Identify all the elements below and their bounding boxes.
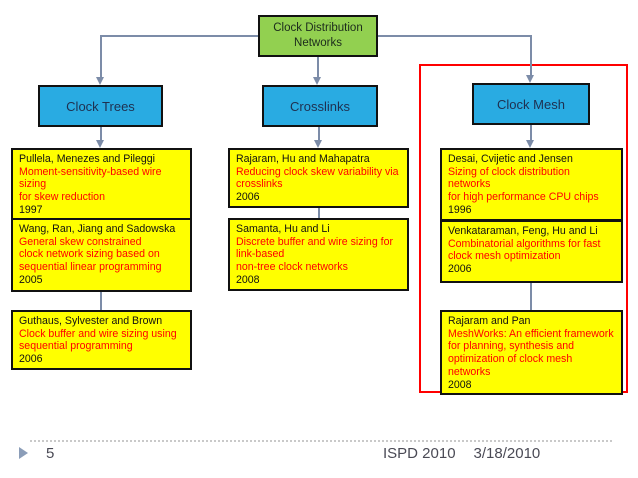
footer-conference: ISPD 2010 [383,445,456,462]
paper-title: Clock buffer and wire sizing using seque… [19,327,177,353]
paper-year: 2008 [236,273,260,286]
paper-desai: Desai, Cvijetic and Jensen Sizing of clo… [440,148,623,221]
paper-guthaus: Guthaus, Sylvester and Brown Clock buffe… [11,310,192,370]
paper-year: 1997 [19,203,43,216]
category-clock-trees: Clock Trees [38,85,163,127]
slide-number: 5 [46,445,55,462]
footer-divider [30,440,612,442]
arrowhead-right [526,75,534,83]
connector-col3-a [530,125,532,140]
paper-authors: Wang, Ran, Jiang and Sadowska [19,223,176,235]
arrowhead-mid [313,77,321,85]
category-label: Clock Mesh [497,96,565,112]
slide-bullet-icon [19,447,28,459]
paper-year: 2006 [236,191,260,204]
paper-title: Moment-sensitivity-based wire sizing for… [19,165,162,204]
paper-wang: Wang, Ran, Jiang and Sadowska General sk… [11,218,192,292]
paper-authors: Samanta, Hu and Li [236,223,330,235]
connector-col2-b [318,205,320,218]
category-clock-mesh: Clock Mesh [472,83,590,125]
paper-title: General skew constrained clock network s… [19,235,162,274]
connector-col1-c [100,292,102,310]
category-label: Clock Trees [66,98,135,114]
footer-date: 3/18/2010 [473,445,541,462]
paper-year: 1996 [448,203,472,216]
root-node-label: Clock Distribution Networks [273,22,363,49]
connector-root-left-h [101,35,258,37]
paper-authors: Desai, Cvijetic and Jensen [448,153,573,165]
connector-col2-a [318,127,320,140]
paper-authors: Rajaram and Pan [448,315,531,327]
paper-year: 2005 [19,273,43,286]
connector-root-left-v [100,35,102,78]
arrowhead-col1 [96,140,104,148]
paper-rajaram-pan: Rajaram and Pan MeshWorks: An efficient … [440,310,623,396]
paper-rajaram-hu: Rajaram, Hu and Mahapatra Reducing clock… [228,148,409,208]
root-node: Clock Distribution Networks [258,15,378,57]
category-label: Crosslinks [290,98,350,114]
paper-samanta: Samanta, Hu and Li Discrete buffer and w… [228,218,409,291]
paper-authors: Pullela, Menezes and Pileggi [19,153,156,165]
paper-title: MeshWorks: An efficient framework for pl… [448,327,614,378]
paper-title: Discrete buffer and wire sizing for link… [236,235,394,274]
arrowhead-col2 [314,140,322,148]
paper-year: 2008 [448,378,472,391]
arrowhead-left [96,77,104,85]
connector-root-right-v [530,35,532,76]
arrowhead-col3 [526,140,534,148]
connector-root-right-h [378,35,531,37]
paper-title: Combinatorial algorithms for fast clock … [448,237,601,263]
connector-root-mid-v [317,57,319,78]
connector-col3-c [530,283,532,310]
category-crosslinks: Crosslinks [262,85,378,127]
paper-title: Reducing clock skew variability via cros… [236,165,399,191]
paper-authors: Venkataraman, Feng, Hu and Li [448,225,598,237]
paper-authors: Guthaus, Sylvester and Brown [19,315,163,327]
paper-title: Sizing of clock distribution networks fo… [448,165,599,204]
connector-col1-a [100,127,102,140]
paper-authors: Rajaram, Hu and Mahapatra [236,153,370,165]
paper-year: 2006 [19,353,43,366]
paper-year: 2006 [448,263,472,276]
paper-pullela: Pullela, Menezes and Pileggi Moment-sens… [11,148,192,221]
paper-venkataraman: Venkataraman, Feng, Hu and Li Combinator… [440,220,623,283]
footer-meta: ISPD 2010 3/18/2010 [383,445,540,462]
